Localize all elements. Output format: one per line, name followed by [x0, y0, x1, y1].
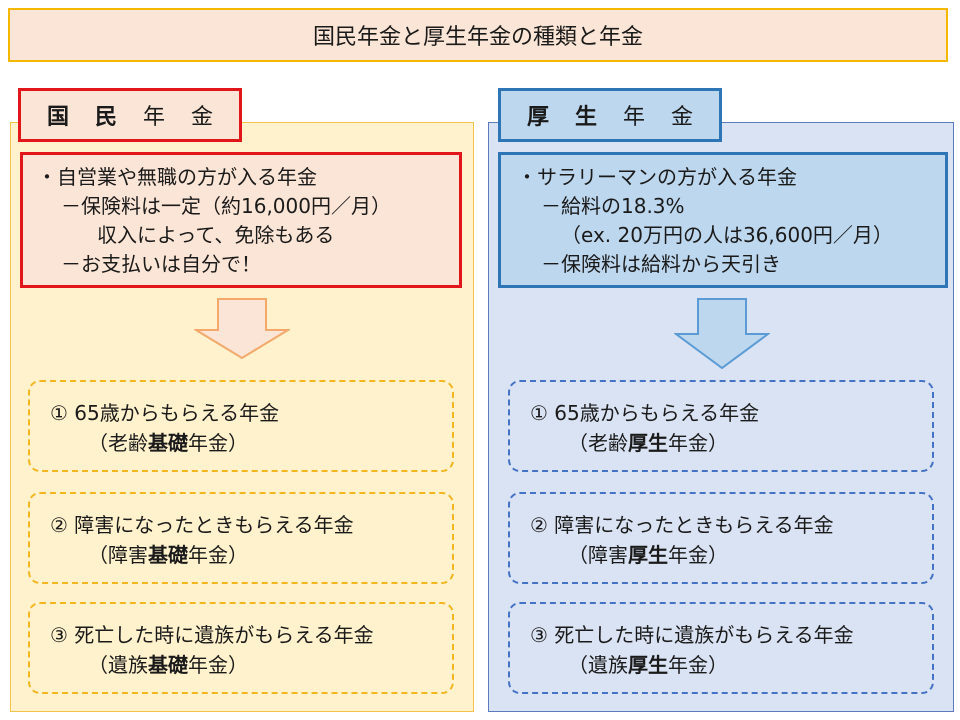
- info-line: －保険料は給料から天引き: [541, 252, 781, 276]
- benefit-box: ① 65歳からもらえる年金 （老齢厚生年金）: [508, 380, 934, 472]
- info-line: ・自営業や無職の方が入る年金: [37, 165, 317, 189]
- benefit-subtitle: （老齢厚生年金）: [568, 431, 728, 455]
- benefit-title: ③ 死亡した時に遺族がもらえる年金: [50, 623, 374, 647]
- benefit-subtitle: （障害基礎年金）: [88, 543, 248, 567]
- info-line: －保険料は一定（約16,000円／月）: [61, 194, 391, 218]
- info-line: 収入によって、免除もある: [97, 223, 335, 247]
- benefit-box: ③ 死亡した時に遺族がもらえる年金 （遺族基礎年金）: [28, 602, 454, 694]
- tag-soft-text: 年金: [143, 105, 240, 130]
- down-arrow-icon: [674, 298, 770, 370]
- benefit-title: ① 65歳からもらえる年金: [530, 401, 760, 425]
- employee-pension-info: ・サラリーマンの方が入る年金 －給料の18.3% （ex. 20万円の人は36,…: [498, 152, 948, 288]
- benefit-subtitle: （障害厚生年金）: [568, 543, 728, 567]
- benefit-box: ③ 死亡した時に遺族がもらえる年金 （遺族厚生年金）: [508, 602, 934, 694]
- info-line: －お支払いは自分で！: [61, 252, 261, 276]
- benefit-title: ② 障害になったときもらえる年金: [50, 513, 354, 537]
- benefit-title: ③ 死亡した時に遺族がもらえる年金: [530, 623, 854, 647]
- employee-pension-tag: 厚生 年金: [498, 88, 722, 142]
- down-arrow-icon: [194, 298, 290, 360]
- benefit-box: ② 障害になったときもらえる年金 （障害基礎年金）: [28, 492, 454, 584]
- tag-soft-text: 年金: [623, 105, 720, 130]
- benefit-title: ② 障害になったときもらえる年金: [530, 513, 834, 537]
- title-text: 国民年金と厚生年金の種類と年金: [312, 25, 643, 50]
- benefit-subtitle: （遺族厚生年金）: [568, 653, 728, 677]
- info-line: －給料の18.3%: [541, 194, 685, 218]
- tag-strong-text: 国民: [46, 105, 143, 130]
- benefit-subtitle: （老齢基礎年金）: [88, 431, 248, 455]
- benefit-box: ① 65歳からもらえる年金 （老齢基礎年金）: [28, 380, 454, 472]
- info-line: ・サラリーマンの方が入る年金: [517, 165, 797, 189]
- benefit-title: ① 65歳からもらえる年金: [50, 401, 280, 425]
- diagram-title: 国民年金と厚生年金の種類と年金: [8, 8, 948, 62]
- benefit-box: ② 障害になったときもらえる年金 （障害厚生年金）: [508, 492, 934, 584]
- info-line: （ex. 20万円の人は36,600円／月）: [561, 223, 893, 247]
- tag-strong-text: 厚生: [526, 105, 623, 130]
- national-pension-tag: 国民 年金: [18, 88, 242, 142]
- national-pension-info: ・自営業や無職の方が入る年金 －保険料は一定（約16,000円／月） 収入によっ…: [20, 152, 462, 288]
- benefit-subtitle: （遺族基礎年金）: [88, 653, 248, 677]
